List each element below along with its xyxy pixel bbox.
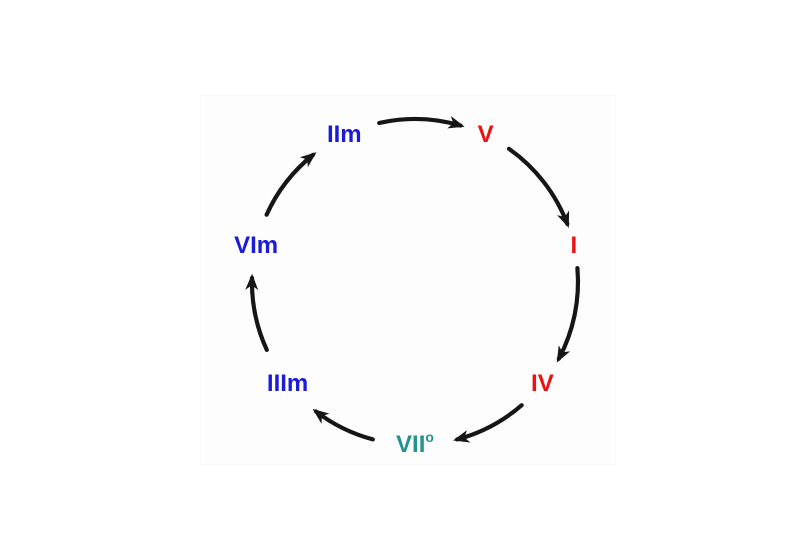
node-IV-label: IV xyxy=(531,369,554,397)
arrow-VIIdim-to-IIIm xyxy=(312,408,375,442)
node-VIm-label: VIm xyxy=(234,231,279,259)
node-V: V xyxy=(478,123,494,147)
node-IIIm-label: IIIm xyxy=(266,369,309,397)
node-IV: IV xyxy=(531,369,554,397)
arrow-VIm-to-IIm xyxy=(264,152,317,217)
arrow-IIIm-to-VIm xyxy=(245,273,269,352)
node-VIIdim: VIIo xyxy=(396,430,434,458)
node-I: I xyxy=(570,231,578,259)
node-IIm-label: IIm xyxy=(326,121,362,149)
node-IIIm: IIIm xyxy=(266,369,309,397)
arrow-I-to-IV xyxy=(556,266,581,363)
node-V-label: V xyxy=(477,121,494,149)
arrow-IV-to-VIIdim xyxy=(453,403,524,443)
node-IIm: IIm xyxy=(327,123,362,147)
arrow-V-to-I xyxy=(506,146,570,228)
node-I-label: I xyxy=(570,231,578,259)
image-background xyxy=(201,96,615,464)
node-VIIdim-sup: o xyxy=(425,429,434,445)
node-VIm: VIm xyxy=(234,231,279,259)
node-VIIdim-label: VII xyxy=(396,431,426,458)
arrow-IIm-to-V xyxy=(377,115,465,129)
